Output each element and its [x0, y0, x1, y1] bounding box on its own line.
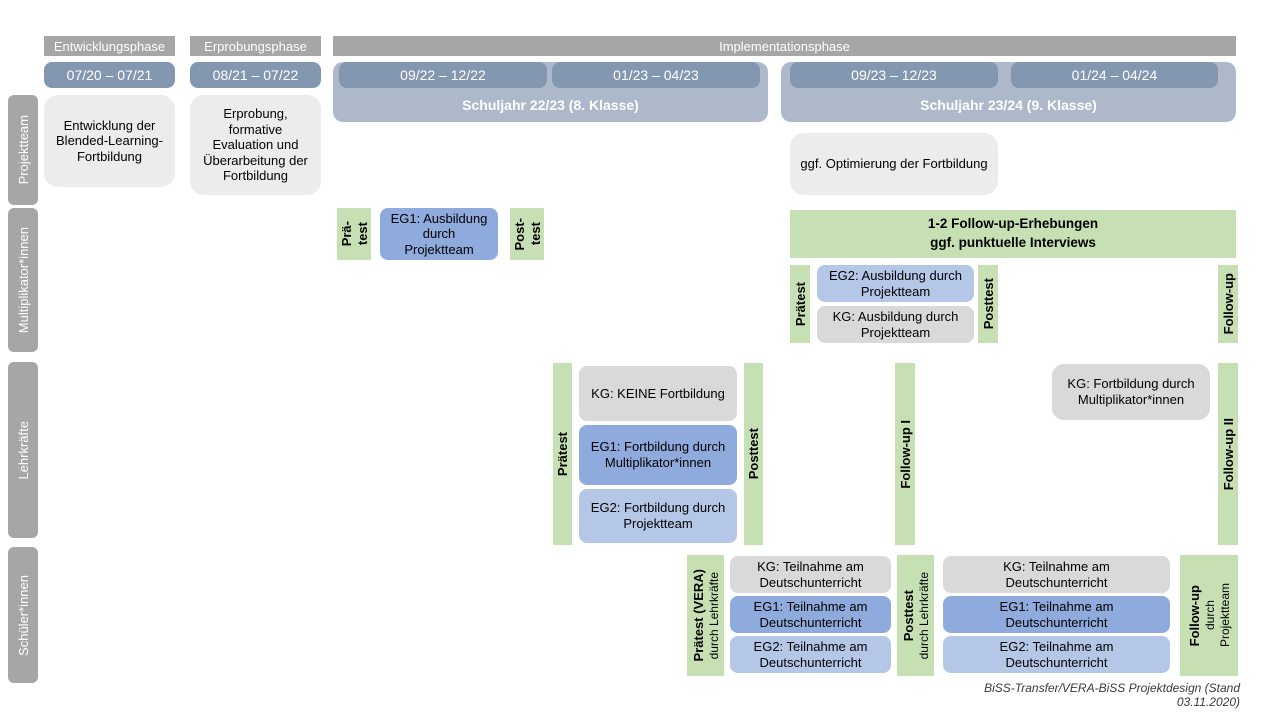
multiplikator-praetest2-text: Prätest	[792, 281, 808, 327]
box-schueler-kg-teilnahme-1: KG: Teilnahme am Deutschunterricht	[730, 556, 891, 593]
schueler-praetest-main: Prätest (VERA)	[690, 569, 706, 662]
multiplikator-followup-text: Follow-up	[1220, 273, 1236, 335]
box-lehrkraefte-posttest: Posttest	[744, 363, 763, 545]
phase-header-erprobungsphase: Erprobungsphase	[190, 36, 321, 56]
multiplikator-praetest-line1: Prä-	[338, 221, 354, 247]
date-range-09-23: 09/23 – 12/23	[790, 62, 998, 88]
schueler-posttest-main: Posttest	[900, 589, 916, 642]
schoolyear-label-23-24: Schuljahr 23/24 (9. Klasse)	[920, 97, 1097, 113]
multiplikator-posttest-line1: Post-	[511, 217, 527, 251]
schueler-posttest-sub: durch Lehrkräfte	[916, 571, 931, 660]
box-multiplikator-posttest: Post- test	[510, 208, 544, 260]
box-lehrkraefte-praetest: Prätest	[553, 363, 572, 545]
phase-header-implementationsphase: Implementationsphase	[333, 36, 1236, 56]
caption-projektdesign: BiSS-Transfer/VERA-BiSS Projektdesign (S…	[984, 681, 1240, 709]
box-followup-erhebungen-banner: 1-2 Follow-up-Erhebungen ggf. punktuelle…	[790, 210, 1236, 258]
box-optimierung-fortbildung: ggf. Optimierung der Fortbildung	[790, 133, 998, 195]
box-erprobung-evaluation: Erprobung, formative Evaluation und Über…	[190, 95, 321, 195]
schueler-followup-main: Follow-up	[1186, 584, 1202, 647]
box-schueler-eg2-teilnahme-1: EG2: Teilnahme am Deutschunterricht	[730, 636, 891, 673]
date-range-01-23: 01/23 – 04/23	[552, 62, 760, 88]
row-label-schueler: Schüler*innen	[8, 547, 38, 683]
box-schueler-praetest-vera: Prätest (VERA) durch Lehrkräfte	[687, 555, 724, 676]
date-range-08-21: 08/21 – 07/22	[190, 62, 321, 88]
box-multiplikator-eg2-ausbildung: EG2: Ausbildung durch Projektteam	[817, 265, 974, 302]
schueler-praetest-sub: durch Lehrkräfte	[706, 571, 721, 660]
phase-header-entwicklungsphase: Entwicklungsphase	[44, 36, 175, 56]
box-schueler-followup: Follow-up durch Projektteam	[1180, 555, 1238, 676]
box-multiplikator-praetest: Prä- test	[337, 208, 371, 260]
box-lehrkraefte-kg-fortbildung: KG: Fortbildung durch Multiplikator*inne…	[1052, 364, 1210, 420]
row-label-multiplikator-text: Multiplikator*innen	[15, 226, 31, 334]
lehrkraefte-followup2-text: Follow-up II	[1220, 417, 1236, 491]
box-multiplikator-eg1-ausbildung: EG1: Ausbildung durch Projektteam	[380, 208, 498, 260]
row-label-projektteam-text: Projektteam	[15, 115, 31, 185]
date-range-07-20: 07/20 – 07/21	[44, 62, 175, 88]
row-label-lehrkraefte: Lehrkräfte	[8, 362, 38, 538]
box-schueler-eg2-teilnahme-2: EG2: Teilnahme am Deutschunterricht	[943, 636, 1170, 673]
date-range-09-22: 09/22 – 12/22	[339, 62, 547, 88]
schueler-followup-sub2: Projektteam	[1217, 583, 1232, 648]
box-schueler-posttest: Posttest durch Lehrkräfte	[897, 555, 934, 676]
box-lehrkraefte-eg2-fortbildung: EG2: Fortbildung durch Projektteam	[579, 489, 737, 543]
multiplikator-posttest-line2: test	[527, 222, 543, 246]
multiplikator-praetest-line2: test	[354, 222, 370, 246]
box-multiplikator-kg-ausbildung: KG: Ausbildung durch Projektteam	[817, 306, 974, 343]
row-label-lehrkraefte-text: Lehrkräfte	[15, 420, 31, 480]
box-entwicklung-fortbildung: Entwicklung der Blended-Learning-Fortbil…	[44, 95, 175, 187]
lehrkraefte-praetest-text: Prätest	[555, 431, 570, 477]
schueler-followup-sub1: durch	[1202, 600, 1217, 631]
box-lehrkraefte-followup1: Follow-up I	[895, 363, 915, 545]
box-lehrkraefte-kg-keine: KG: KEINE Fortbildung	[579, 366, 737, 421]
box-multiplikator-posttest2: Posttest	[978, 265, 998, 343]
box-schueler-eg1-teilnahme-2: EG1: Teilnahme am Deutschunterricht	[943, 596, 1170, 633]
row-label-schueler-text: Schüler*innen	[15, 574, 31, 656]
box-lehrkraefte-followup2: Follow-up II	[1218, 363, 1238, 545]
box-lehrkraefte-eg1-fortbildung: EG1: Fortbildung durch Multiplikator*inn…	[579, 425, 737, 485]
schoolyear-label-22-23: Schuljahr 22/23 (8. Klasse)	[462, 97, 639, 113]
row-label-multiplikator: Multiplikator*innen	[8, 208, 38, 352]
row-label-projektteam: Projektteam	[8, 95, 38, 205]
box-multiplikator-followup: Follow-up	[1218, 265, 1238, 343]
box-schueler-eg1-teilnahme-1: EG1: Teilnahme am Deutschunterricht	[730, 596, 891, 633]
date-range-01-24: 01/24 – 04/24	[1011, 62, 1218, 88]
lehrkraefte-posttest-text: Posttest	[746, 428, 761, 480]
box-schueler-kg-teilnahme-2: KG: Teilnahme am Deutschunterricht	[943, 556, 1170, 593]
multiplikator-posttest2-text: Posttest	[980, 278, 996, 330]
followup-banner-line1: 1-2 Follow-up-Erhebungen	[927, 216, 1099, 232]
lehrkraefte-followup1-text: Follow-up I	[897, 419, 913, 489]
box-multiplikator-praetest2: Prätest	[790, 265, 810, 343]
followup-banner-line2: ggf. punktuelle Interviews	[930, 235, 1096, 250]
